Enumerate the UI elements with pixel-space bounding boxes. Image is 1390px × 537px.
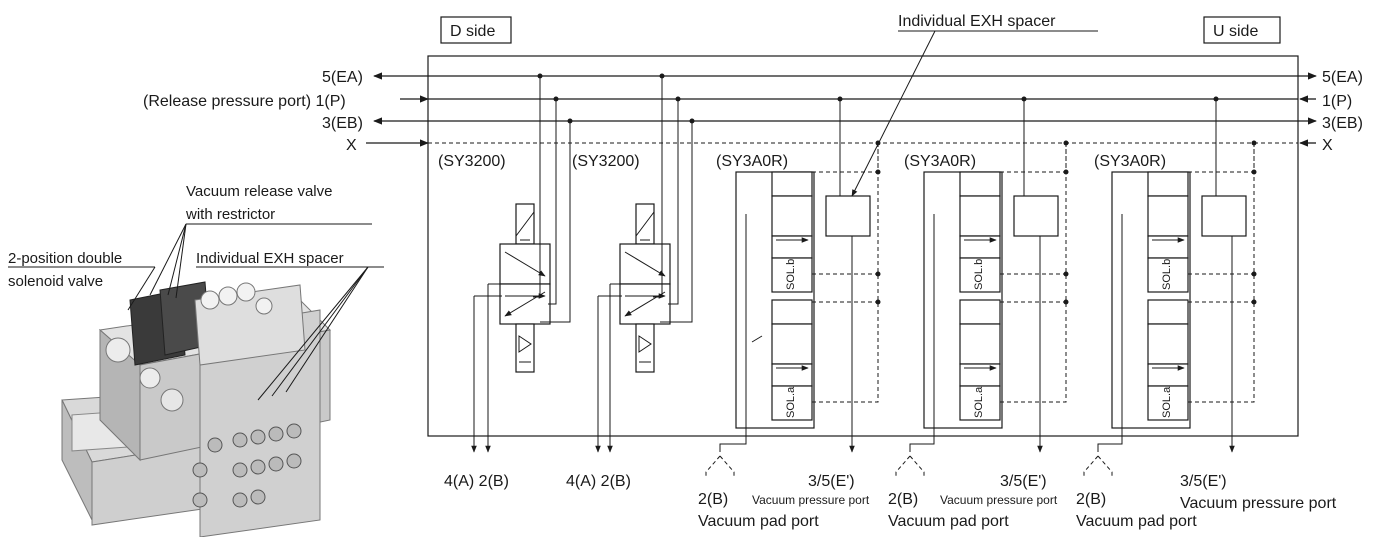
front-port-icons bbox=[192, 423, 302, 508]
fitting-icon bbox=[105, 282, 273, 412]
output-label-2: 4(A) 2(B) bbox=[566, 473, 631, 490]
photo-label-vacuum-release-1: Vacuum release valve bbox=[186, 183, 332, 200]
port-5ea-right: 5(EA) bbox=[1322, 69, 1363, 86]
vacuum-pressure-port-4: Vacuum pressure port bbox=[940, 493, 1058, 507]
vacuum-port-b-3: 2(B) bbox=[698, 491, 728, 508]
port-1p-left: (Release pressure port) 1(P) bbox=[143, 93, 346, 110]
sol-b-label: SOL.b bbox=[973, 259, 985, 290]
valve-label-2: (SY3200) bbox=[572, 153, 640, 170]
exh-spacer-callout: Individual EXH spacer bbox=[898, 13, 1056, 30]
exhaust-port-4: 3/5(E') bbox=[1000, 473, 1047, 490]
sy3a0r-valve-5: SOL.b SOL.a bbox=[1097, 96, 1257, 453]
d-side-label: D side bbox=[450, 23, 495, 40]
valve-label-3: (SY3A0R) bbox=[716, 153, 788, 170]
port-1p-right: 1(P) bbox=[1322, 93, 1352, 110]
port-3eb-left: 3(EB) bbox=[322, 115, 363, 132]
vacuum-pressure-port-3: Vacuum pressure port bbox=[752, 493, 870, 507]
photo-label-exh-spacer: Individual EXH spacer bbox=[196, 250, 344, 267]
u-side-label: U side bbox=[1213, 23, 1258, 40]
port-x-right: X bbox=[1322, 137, 1333, 154]
vacuum-port-b-5: 2(B) bbox=[1076, 491, 1106, 508]
photo-label-2pos-2: solenoid valve bbox=[8, 273, 103, 290]
u-side-box bbox=[1203, 16, 1281, 44]
vacuum-pad-port-5: Vacuum pad port bbox=[1076, 513, 1197, 530]
sol-b-label: SOL.b bbox=[1161, 259, 1173, 290]
circuit-diagram: D side U side Individual EXH spacer 5(EA… bbox=[143, 13, 1363, 530]
manifold-photo: Vacuum release valve with restrictor 2-p… bbox=[8, 183, 384, 537]
vacuum-pad-port-3: Vacuum pad port bbox=[698, 513, 819, 530]
port-5ea-left: 5(EA) bbox=[322, 69, 363, 86]
vacuum-pressure-port-5: Vacuum pressure port bbox=[1180, 495, 1337, 512]
exhaust-port-5: 3/5(E') bbox=[1180, 473, 1227, 490]
d-side-box bbox=[440, 16, 512, 44]
manifold-block-outline bbox=[427, 55, 1299, 437]
sy3200-valve-2 bbox=[595, 73, 695, 453]
port-x-left: X bbox=[346, 137, 357, 154]
output-label-1: 4(A) 2(B) bbox=[444, 473, 509, 490]
sy3a0r-valve-3: SOL.b SOL.a bbox=[719, 96, 881, 453]
sol-a-label: SOL.a bbox=[973, 386, 985, 418]
exhaust-port-3: 3/5(E') bbox=[808, 473, 855, 490]
photo-label-vacuum-release-2: with restrictor bbox=[185, 206, 275, 223]
vacuum-pad-icons bbox=[705, 455, 1113, 478]
vacuum-port-b-4: 2(B) bbox=[888, 491, 918, 508]
sol-a-label: SOL.a bbox=[785, 386, 797, 418]
sol-a-label: SOL.a bbox=[1161, 386, 1173, 418]
sy3a0r-valve-4: SOL.b SOL.a bbox=[909, 96, 1069, 453]
vacuum-pad-port-4: Vacuum pad port bbox=[888, 513, 1009, 530]
photo-label-2pos-1: 2-position double bbox=[8, 250, 122, 267]
sy3200-valve-1 bbox=[471, 73, 573, 453]
valve-label-5: (SY3A0R) bbox=[1094, 153, 1166, 170]
valve-label-1: (SY3200) bbox=[438, 153, 506, 170]
sol-b-label: SOL.b bbox=[785, 259, 797, 290]
port-3eb-right: 3(EB) bbox=[1322, 115, 1363, 132]
valve-label-4: (SY3A0R) bbox=[904, 153, 976, 170]
